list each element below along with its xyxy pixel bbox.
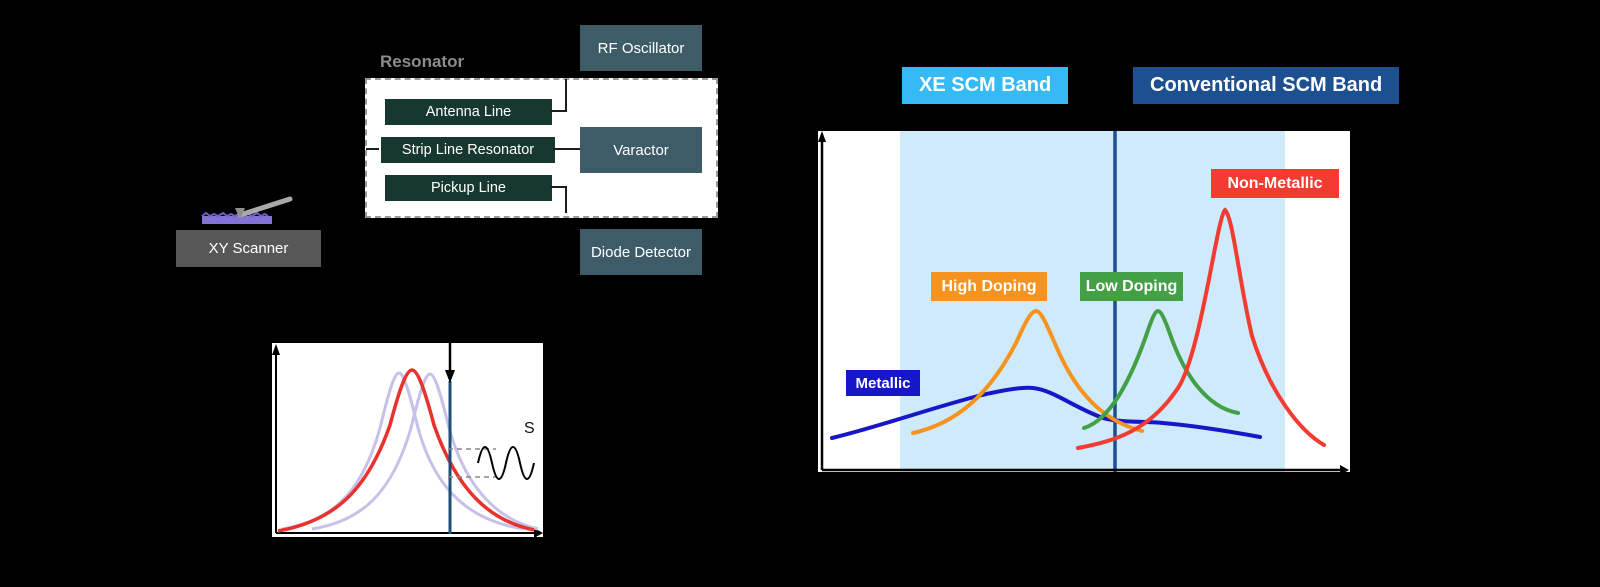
- resonance-x-arrow-icon: [534, 528, 543, 537]
- low-doping-curve: [1082, 308, 1240, 430]
- sample-surface-texture: [201, 211, 269, 218]
- cantilever-arm: [237, 196, 293, 218]
- xe-scm-band-label: XE SCM Band: [902, 67, 1069, 104]
- shifted-resonance-curve-1: [281, 371, 525, 531]
- non-metallic-curve: [1076, 207, 1326, 450]
- high-doping-label: High Doping: [931, 272, 1047, 301]
- resonance-y-arrow-icon: [272, 344, 280, 355]
- scm-y-arrow-icon: [818, 131, 826, 142]
- metallic-curve: [830, 385, 1262, 440]
- pickup-line-block: Pickup Line: [385, 175, 552, 201]
- signal-wave: [477, 446, 535, 480]
- diode-detector-block: Diode Detector: [580, 229, 702, 275]
- antenna-line-block: Antenna Line: [385, 99, 552, 125]
- low-doping-label: Low Doping: [1080, 272, 1183, 301]
- resonator-group-label: Resonator: [380, 52, 465, 71]
- conventional-scm-band-label: Conventional SCM Band: [1133, 67, 1400, 104]
- strip-line-resonator-block: Strip Line Resonator: [381, 137, 555, 163]
- shifted-resonance-curve-2: [311, 372, 539, 531]
- resonance-curve: [277, 368, 535, 533]
- afm-probe-drawing: [201, 196, 293, 224]
- scm-x-arrow-icon: [1340, 465, 1349, 472]
- operating-point-arrow-icon: [445, 370, 455, 383]
- varactor-block: Varactor: [580, 127, 702, 173]
- rf-oscillator-block: RF Oscillator: [580, 25, 702, 71]
- resonance-plot: S: [272, 343, 543, 537]
- metallic-label: Metallic: [846, 370, 920, 396]
- non-metallic-label: Non-Metallic: [1211, 169, 1339, 198]
- high-doping-curve: [911, 308, 1144, 435]
- sample-bar: [202, 216, 272, 224]
- xy-scanner-block: XY Scanner: [176, 230, 321, 267]
- signal-label: S: [524, 420, 535, 437]
- probe-tip-icon: [235, 208, 245, 219]
